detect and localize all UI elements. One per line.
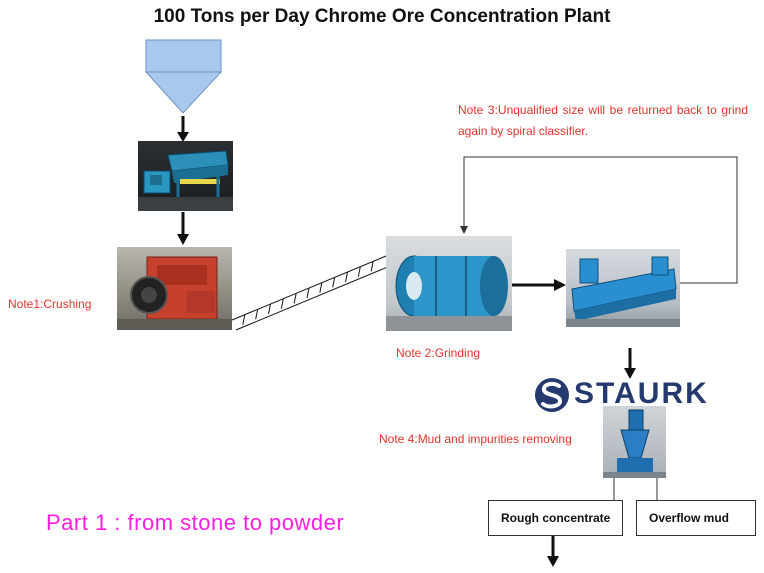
conveyor-hatch xyxy=(268,303,271,315)
conveyor-hatch xyxy=(293,293,297,304)
rough-concentrate-box: Rough concentrate xyxy=(488,500,623,536)
overflow-mud-label: Overflow mud xyxy=(649,511,730,525)
note-grinding: Note 2:Grinding xyxy=(396,346,481,360)
return-loop-line xyxy=(460,156,738,284)
rough-concentrate-label: Rough concentrate xyxy=(501,511,611,525)
desliming-cone-image xyxy=(603,406,666,478)
note-classifier-return: Note 3:Unqualified size will be returned… xyxy=(458,103,748,138)
arrow-hopper-to-feeder xyxy=(177,116,189,142)
hopper-icon xyxy=(144,39,223,114)
conveyor-hatch xyxy=(280,298,284,309)
conveyor-hatch xyxy=(332,277,336,288)
overflow-mud-box: Overflow mud xyxy=(636,500,756,536)
arrow-feeder-to-crusher xyxy=(177,212,189,245)
part-caption: Part 1 : from stone to powder xyxy=(46,510,345,535)
brand-logo: STAURK xyxy=(535,377,709,411)
arrow-mill-to-classifier xyxy=(512,279,566,291)
staurk-logo-icon xyxy=(535,378,569,412)
conveyor-hatch xyxy=(242,314,246,325)
conveyor-hatch xyxy=(319,282,323,293)
conveyor-hatch xyxy=(357,266,361,277)
brand-name: STAURK xyxy=(574,377,709,410)
arrow-concentrate-down xyxy=(547,536,559,567)
note-mud-removing: Note 4:Mud and impurities removing xyxy=(379,432,572,446)
conveyor-hatch xyxy=(370,261,374,272)
arrow-classifier-to-deslimer xyxy=(624,348,636,379)
spiral-classifier-image xyxy=(566,249,680,327)
conveyor-hatch xyxy=(345,271,348,283)
conveyor-hatch xyxy=(255,309,259,320)
ball-mill-image xyxy=(386,236,512,331)
vibrating-feeder-image xyxy=(138,141,233,211)
conveyor-hatch xyxy=(306,287,310,299)
split-lines xyxy=(613,478,658,500)
jaw-crusher-image xyxy=(117,247,232,330)
note-crushing: Note1:Crushing xyxy=(8,297,92,311)
page-title: 100 Tons per Day Chrome Ore Concentratio… xyxy=(153,6,611,27)
belt-conveyor xyxy=(231,255,391,331)
